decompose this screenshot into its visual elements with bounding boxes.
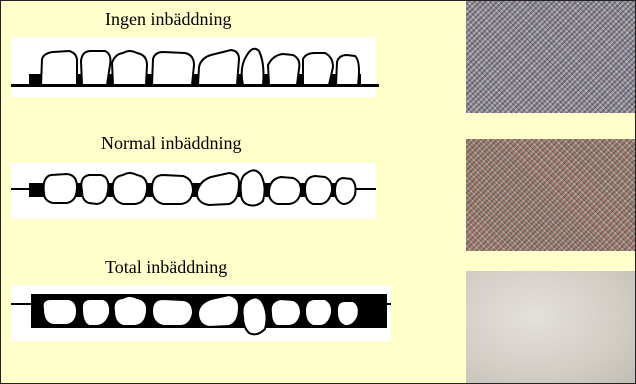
stone — [41, 51, 77, 85]
stone — [241, 170, 265, 205]
stone — [243, 297, 267, 334]
stone — [112, 51, 147, 85]
stone — [152, 299, 193, 326]
stone — [81, 175, 108, 204]
stone — [337, 301, 359, 326]
stone — [43, 299, 77, 325]
stone — [269, 177, 301, 204]
stone — [268, 54, 299, 85]
label-total-embedding: Total inbäddning — [105, 257, 227, 278]
diagram-no-embedding — [11, 37, 391, 97]
label-normal-embedding: Normal inbäddning — [101, 133, 241, 154]
stone — [114, 296, 147, 326]
stone — [305, 299, 332, 326]
stone — [152, 52, 194, 85]
stone — [305, 176, 332, 204]
label-no-embedding: Ingen inbäddning — [105, 9, 231, 30]
diagram-total-embedding — [11, 285, 391, 341]
stone — [335, 178, 356, 204]
photo-normal-embedding — [466, 139, 636, 251]
stone — [271, 299, 301, 326]
stone — [44, 174, 77, 203]
stone — [82, 299, 110, 326]
stone — [336, 55, 359, 85]
stone — [81, 51, 110, 85]
diagram-normal-embedding — [11, 163, 391, 219]
photo-total-embedding — [466, 271, 636, 384]
stone — [303, 53, 333, 85]
stone — [152, 175, 193, 204]
stone — [113, 173, 147, 204]
photo-no-embedding — [466, 1, 636, 113]
